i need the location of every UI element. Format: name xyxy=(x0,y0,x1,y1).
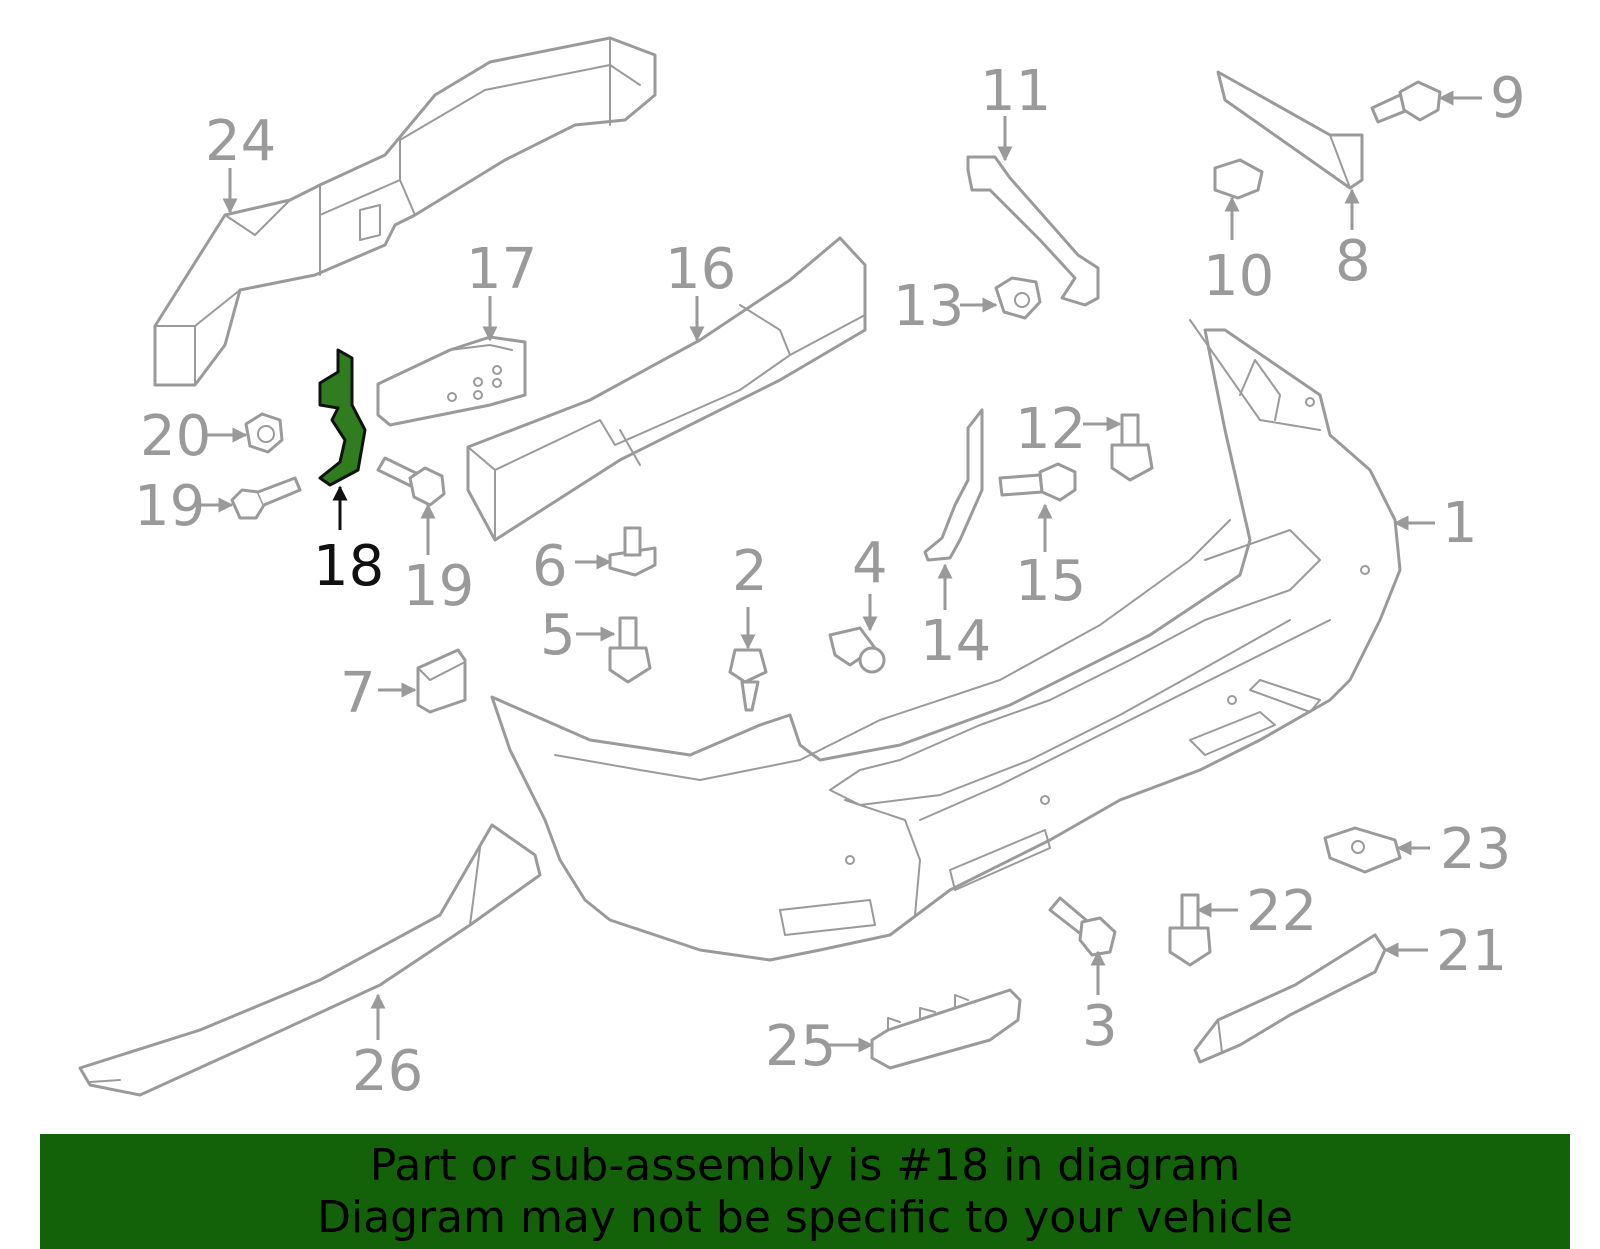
callout-8: 8 xyxy=(1335,229,1371,294)
callout-19-right: 19 xyxy=(403,554,474,619)
callout-3: 3 xyxy=(1082,994,1118,1059)
callout-10: 10 xyxy=(1203,244,1274,309)
part-9-bolt xyxy=(1370,80,1442,124)
part-7-bracket xyxy=(416,648,467,714)
part-3-bolt xyxy=(1048,896,1117,957)
part-13-clip xyxy=(994,276,1042,320)
part-1-bumper-cover xyxy=(490,319,1402,962)
callout-20: 20 xyxy=(140,404,211,469)
part-23-nut xyxy=(1323,826,1402,874)
part-12-bolt xyxy=(1110,413,1154,482)
part-26-strip xyxy=(78,823,542,1097)
callout-9: 9 xyxy=(1490,66,1526,131)
callout-12: 12 xyxy=(1015,397,1086,462)
leader-lines xyxy=(200,90,1482,1053)
info-banner: Part or sub-assembly is #18 in diagram D… xyxy=(40,1134,1570,1249)
part-15-bolt xyxy=(998,462,1077,502)
part-25-reflector xyxy=(870,988,1022,1070)
callout-2: 2 xyxy=(732,539,768,604)
callout-14: 14 xyxy=(920,609,991,674)
part-22-bolt xyxy=(1168,893,1212,967)
callout-26: 26 xyxy=(352,1039,423,1104)
callout-11: 11 xyxy=(980,59,1051,124)
callout-7: 7 xyxy=(340,661,376,726)
callout-18: 18 xyxy=(313,534,384,599)
part-18-bracket-highlighted xyxy=(318,348,367,487)
callout-6: 6 xyxy=(532,534,568,599)
part-6-clip xyxy=(608,526,657,577)
part-20-clip xyxy=(244,412,284,454)
callout-19-left: 19 xyxy=(134,474,205,539)
parts-diagram: 1 2 3 4 5 6 7 8 9 10 11 12 13 14 15 16 1… xyxy=(78,36,1526,1104)
part-24-rail xyxy=(153,36,657,387)
callout-13: 13 xyxy=(893,274,964,339)
callout-15: 15 xyxy=(1015,549,1086,614)
part-17-bracket xyxy=(376,335,527,427)
callout-24: 24 xyxy=(205,109,276,174)
callout-17: 17 xyxy=(466,237,537,302)
part-5-bolt xyxy=(608,616,652,684)
part-10-clip xyxy=(1213,158,1264,200)
callout-22: 22 xyxy=(1246,879,1317,944)
callout-16: 16 xyxy=(665,237,736,302)
part-19-bolt-left xyxy=(230,476,302,520)
banner-line-disclaimer: Diagram may not be specific to your vehi… xyxy=(317,1191,1293,1243)
banner-line-part: Part or sub-assembly is #18 in diagram xyxy=(369,1139,1241,1191)
callout-1: 1 xyxy=(1442,491,1478,556)
callout-numbers: 1 2 3 4 5 6 7 8 9 10 11 12 13 14 15 16 1… xyxy=(134,59,1526,1104)
part-19-bolt-right xyxy=(376,456,446,507)
callout-21: 21 xyxy=(1436,919,1507,984)
part-4-grommet xyxy=(828,626,886,674)
callout-4: 4 xyxy=(852,531,888,596)
part-8-bracket xyxy=(1216,70,1364,190)
callout-5: 5 xyxy=(540,603,576,668)
part-14-bracket xyxy=(923,408,984,562)
part-11-bracket xyxy=(966,155,1100,307)
callout-23: 23 xyxy=(1440,817,1511,882)
part-21-trim xyxy=(1193,933,1387,1064)
callout-25: 25 xyxy=(765,1014,836,1079)
part-2-pushclip xyxy=(728,648,768,712)
